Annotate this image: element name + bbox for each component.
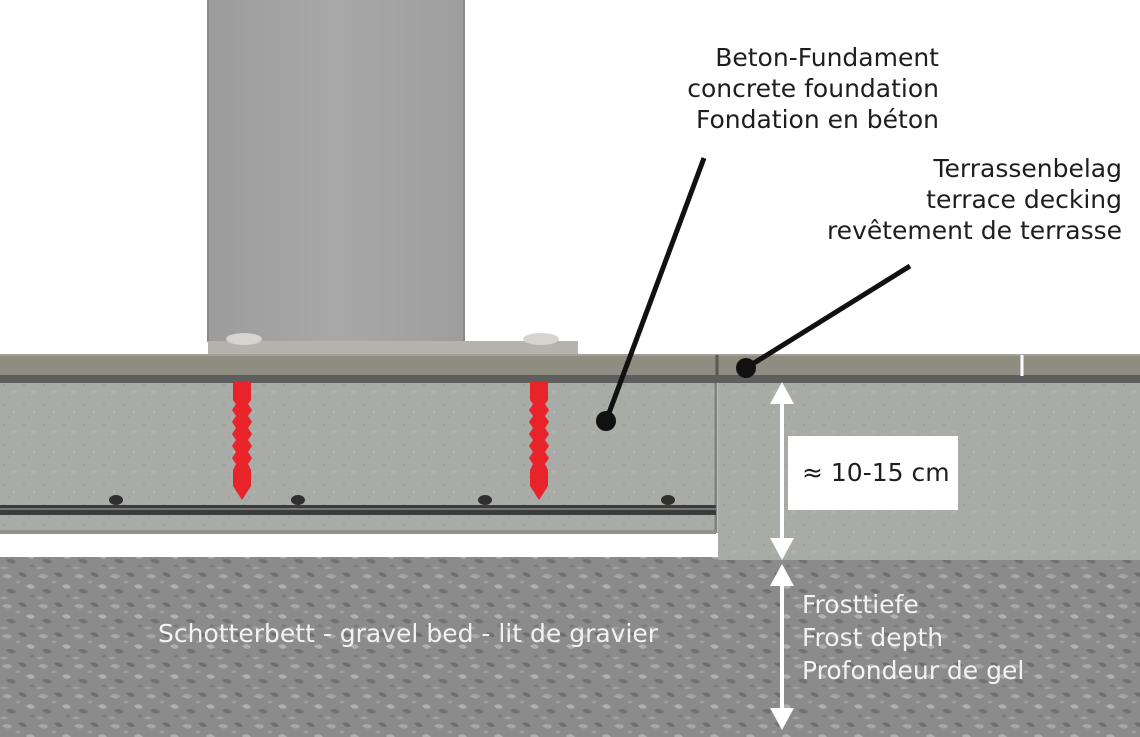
decking-label-fr: revêtement de terrasse — [826, 216, 1122, 245]
anchor — [529, 382, 549, 500]
foundation-leader — [603, 157, 707, 422]
frost-depth-label: Frosttiefe Frost depth Profondeur de gel — [802, 588, 1024, 687]
foundation-label-fr: Fondation en béton — [695, 105, 939, 134]
thickness-arrow — [770, 382, 794, 560]
gravel-bed — [0, 557, 1140, 737]
bolt-head — [523, 333, 559, 345]
decking-label: Terrassenbelag terrace decking revêtemen… — [827, 153, 1122, 246]
bolt-head — [226, 333, 262, 345]
terrace-decking — [0, 355, 1140, 375]
foundation-bottom-shadow — [0, 530, 716, 534]
foundation-label-de: Beton-Fundament — [715, 43, 939, 72]
foundation-label-en: concrete foundation — [687, 74, 939, 103]
gravel-label: Schotterbett - gravel bed - lit de gravi… — [158, 619, 659, 648]
decking-label-de: Terrassenbelag — [933, 154, 1122, 183]
frost-label-fr: Profondeur de gel — [802, 656, 1025, 685]
rebar-spacer — [661, 495, 675, 505]
frost-depth-arrow — [770, 564, 794, 730]
anchor — [232, 382, 252, 500]
decking-label-en: terrace decking — [926, 185, 1122, 214]
foundation-label: Beton-Fundament concrete foundation Fond… — [687, 42, 939, 135]
thickness-label: ≈ 10-15 cm — [788, 436, 958, 510]
frost-label-de: Frosttiefe — [802, 590, 919, 619]
frost-label-en: Frost depth — [802, 623, 944, 652]
decking-leader — [744, 263, 912, 371]
base-plate — [208, 341, 578, 356]
rebar-spacer — [478, 495, 492, 505]
foundation-leader-dot — [596, 411, 616, 431]
bedding-strip — [0, 374, 1140, 383]
rebar-spacer — [291, 495, 305, 505]
post — [208, 0, 464, 342]
decking-leader-dot — [736, 358, 756, 378]
rebar-spacer — [109, 495, 123, 505]
